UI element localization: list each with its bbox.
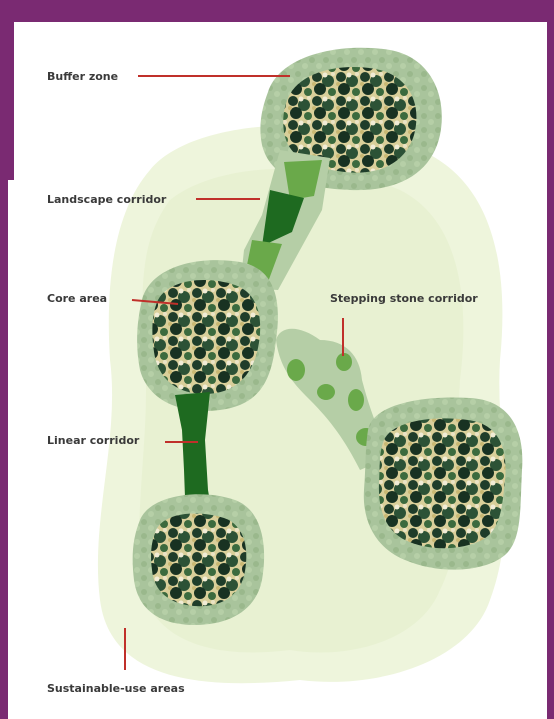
core-area-bottom bbox=[151, 514, 246, 607]
label-landscape-corridor: Landscape corridor bbox=[47, 193, 167, 206]
frame-left-bar bbox=[0, 0, 14, 180]
frame-left-edge bbox=[0, 180, 8, 719]
label-core-area: Core area bbox=[47, 292, 107, 305]
label-sustainable-use-areas: Sustainable-use areas bbox=[47, 682, 185, 695]
core-area-right bbox=[379, 418, 506, 548]
stepping-stone-4 bbox=[348, 389, 364, 411]
core-area-left bbox=[152, 280, 260, 394]
frame-top-bar bbox=[0, 0, 554, 22]
label-buffer-zone: Buffer zone bbox=[47, 70, 118, 83]
stepping-stone-1 bbox=[287, 359, 305, 381]
stepping-stone-3 bbox=[317, 384, 335, 400]
frame-right-edge bbox=[547, 0, 554, 719]
label-linear-corridor: Linear corridor bbox=[47, 434, 140, 447]
label-stepping-stone-corridor: Stepping stone corridor bbox=[330, 292, 478, 305]
